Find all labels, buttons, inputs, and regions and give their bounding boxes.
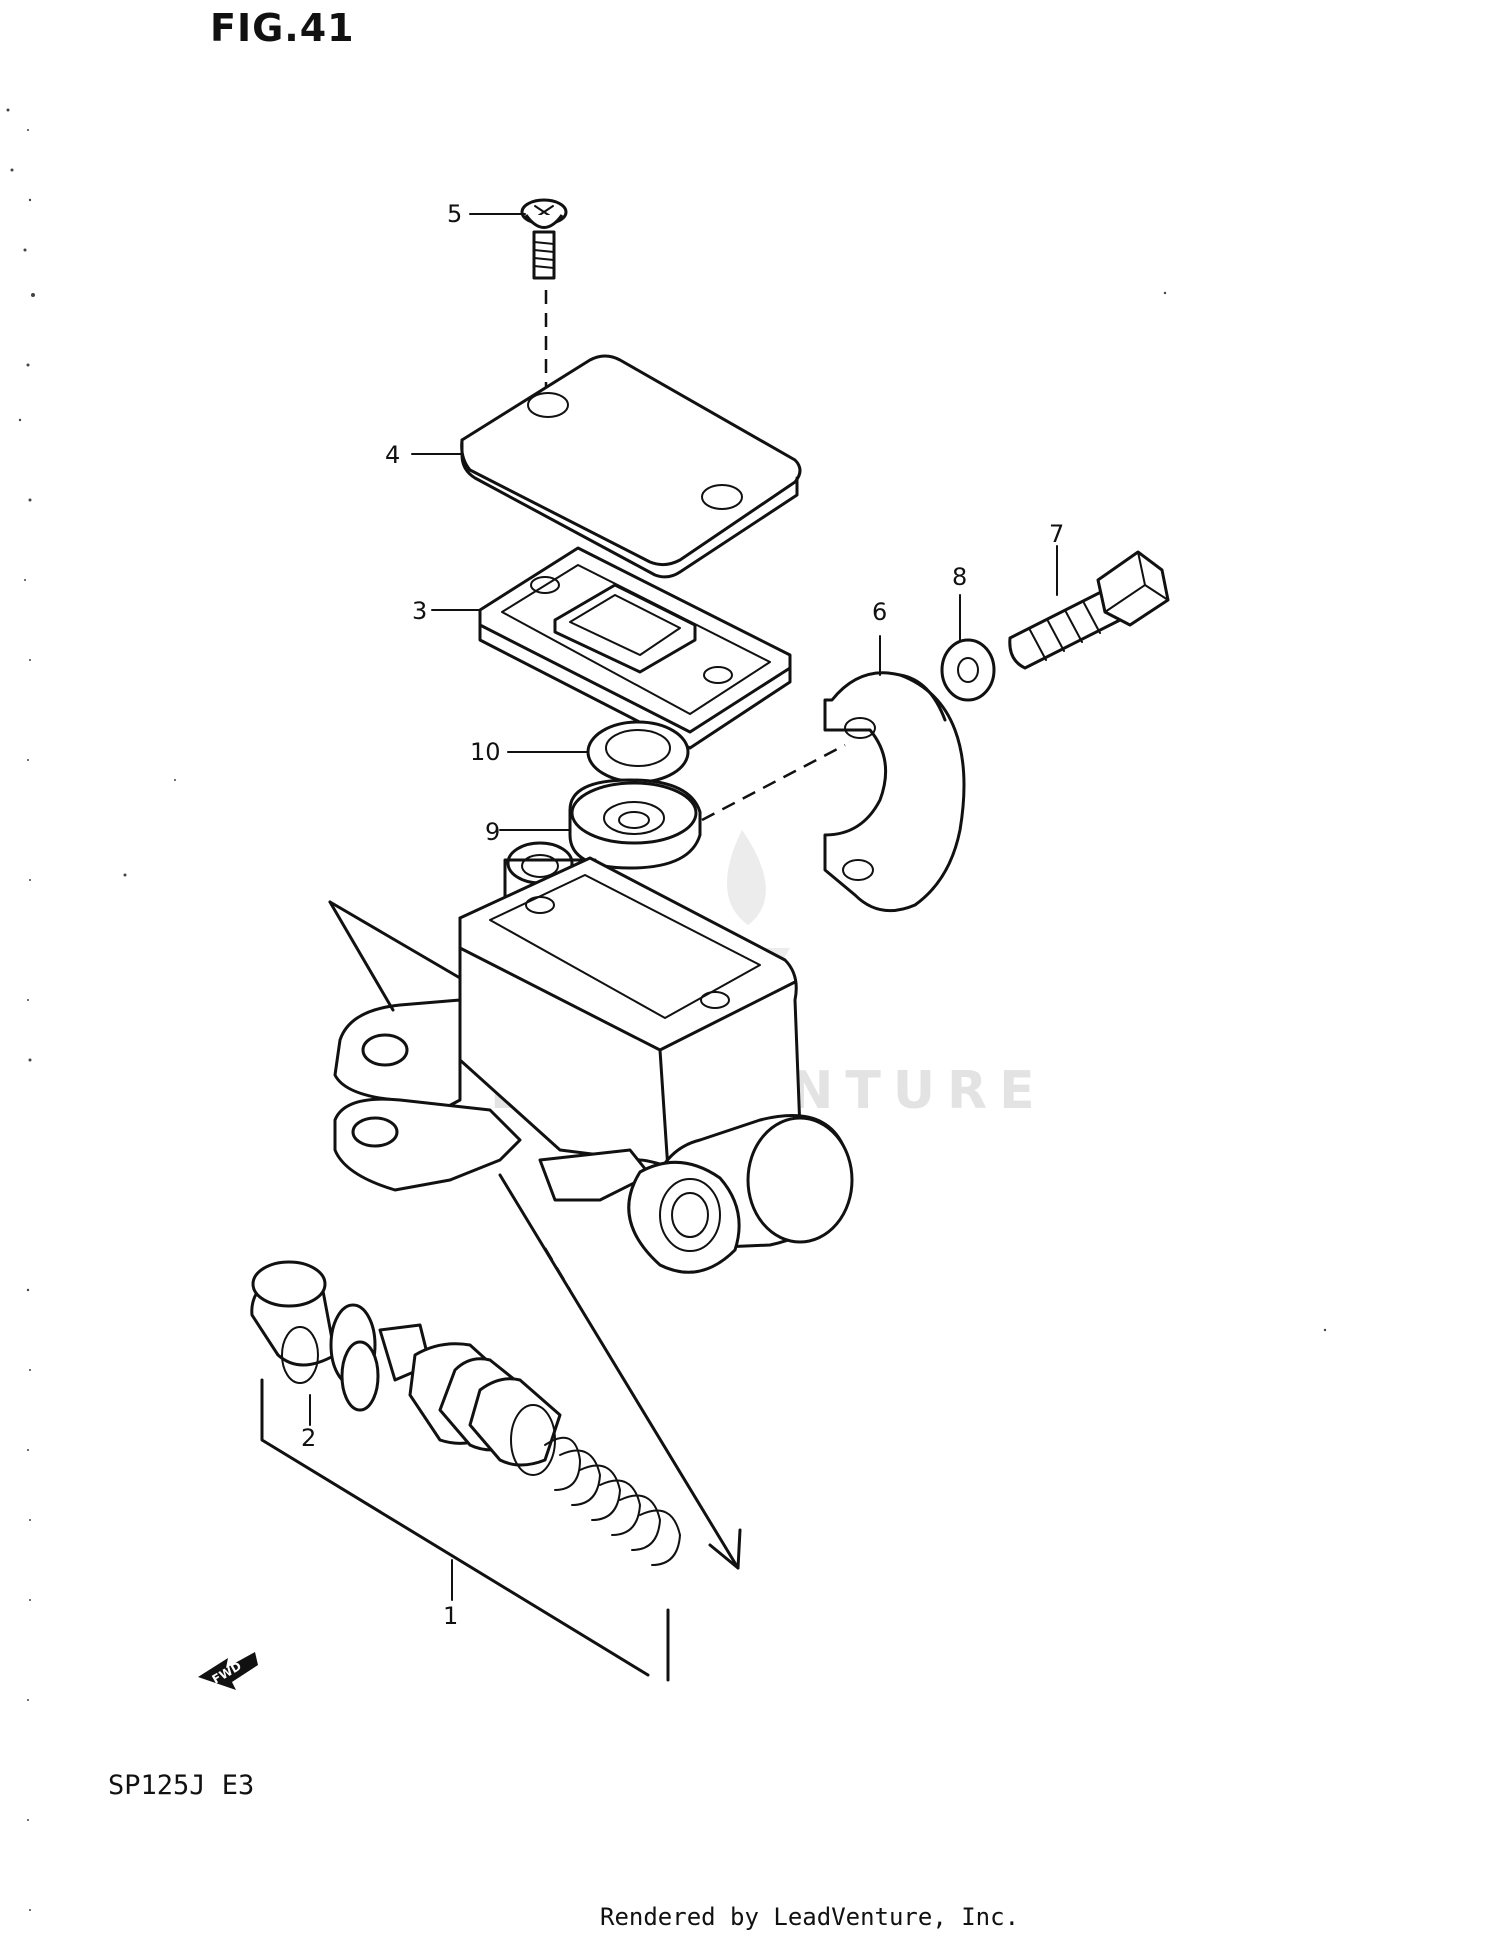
- callout-6: 6: [872, 598, 887, 626]
- part-3-diaphragm: [478, 546, 792, 750]
- figure-title: FIG.41: [210, 6, 355, 50]
- footer-credit: Rendered by LeadVenture, Inc.: [600, 1903, 1020, 1931]
- callout-5: 5: [447, 200, 462, 228]
- part-9-boot: [568, 778, 702, 870]
- model-code: SP125J E3: [108, 1770, 255, 1801]
- callout-8: 8: [952, 563, 967, 591]
- scan-speckles: [6, 108, 1327, 1911]
- callout-4: 4: [385, 441, 400, 469]
- callout-leaders: [411, 213, 1058, 831]
- part-1-master-cylinder-body: [333, 841, 854, 1274]
- part-6-clamp: [823, 671, 966, 913]
- part-1-group-bracket: [260, 1378, 670, 1682]
- part-10-ring-plate: [586, 720, 690, 784]
- callout-1: 1: [443, 1602, 458, 1630]
- callout-numbers: 5 4 3 10 9 6 8 7 2 1: [301, 200, 1064, 1630]
- part-5-screw: [520, 198, 568, 280]
- callout-10: 10: [470, 738, 501, 766]
- callout-3: 3: [412, 597, 427, 625]
- callout-2: 2: [301, 1424, 316, 1452]
- part-7-bolt: [1008, 550, 1170, 670]
- callout-9: 9: [485, 818, 500, 846]
- callout-7: 7: [1049, 520, 1064, 548]
- part-8-washer: [940, 638, 996, 702]
- fwd-arrow-icon: FWD: [198, 1652, 258, 1690]
- part-4-reservoir-cap: [460, 354, 802, 579]
- part-2-piston-assembly: [250, 1260, 681, 1566]
